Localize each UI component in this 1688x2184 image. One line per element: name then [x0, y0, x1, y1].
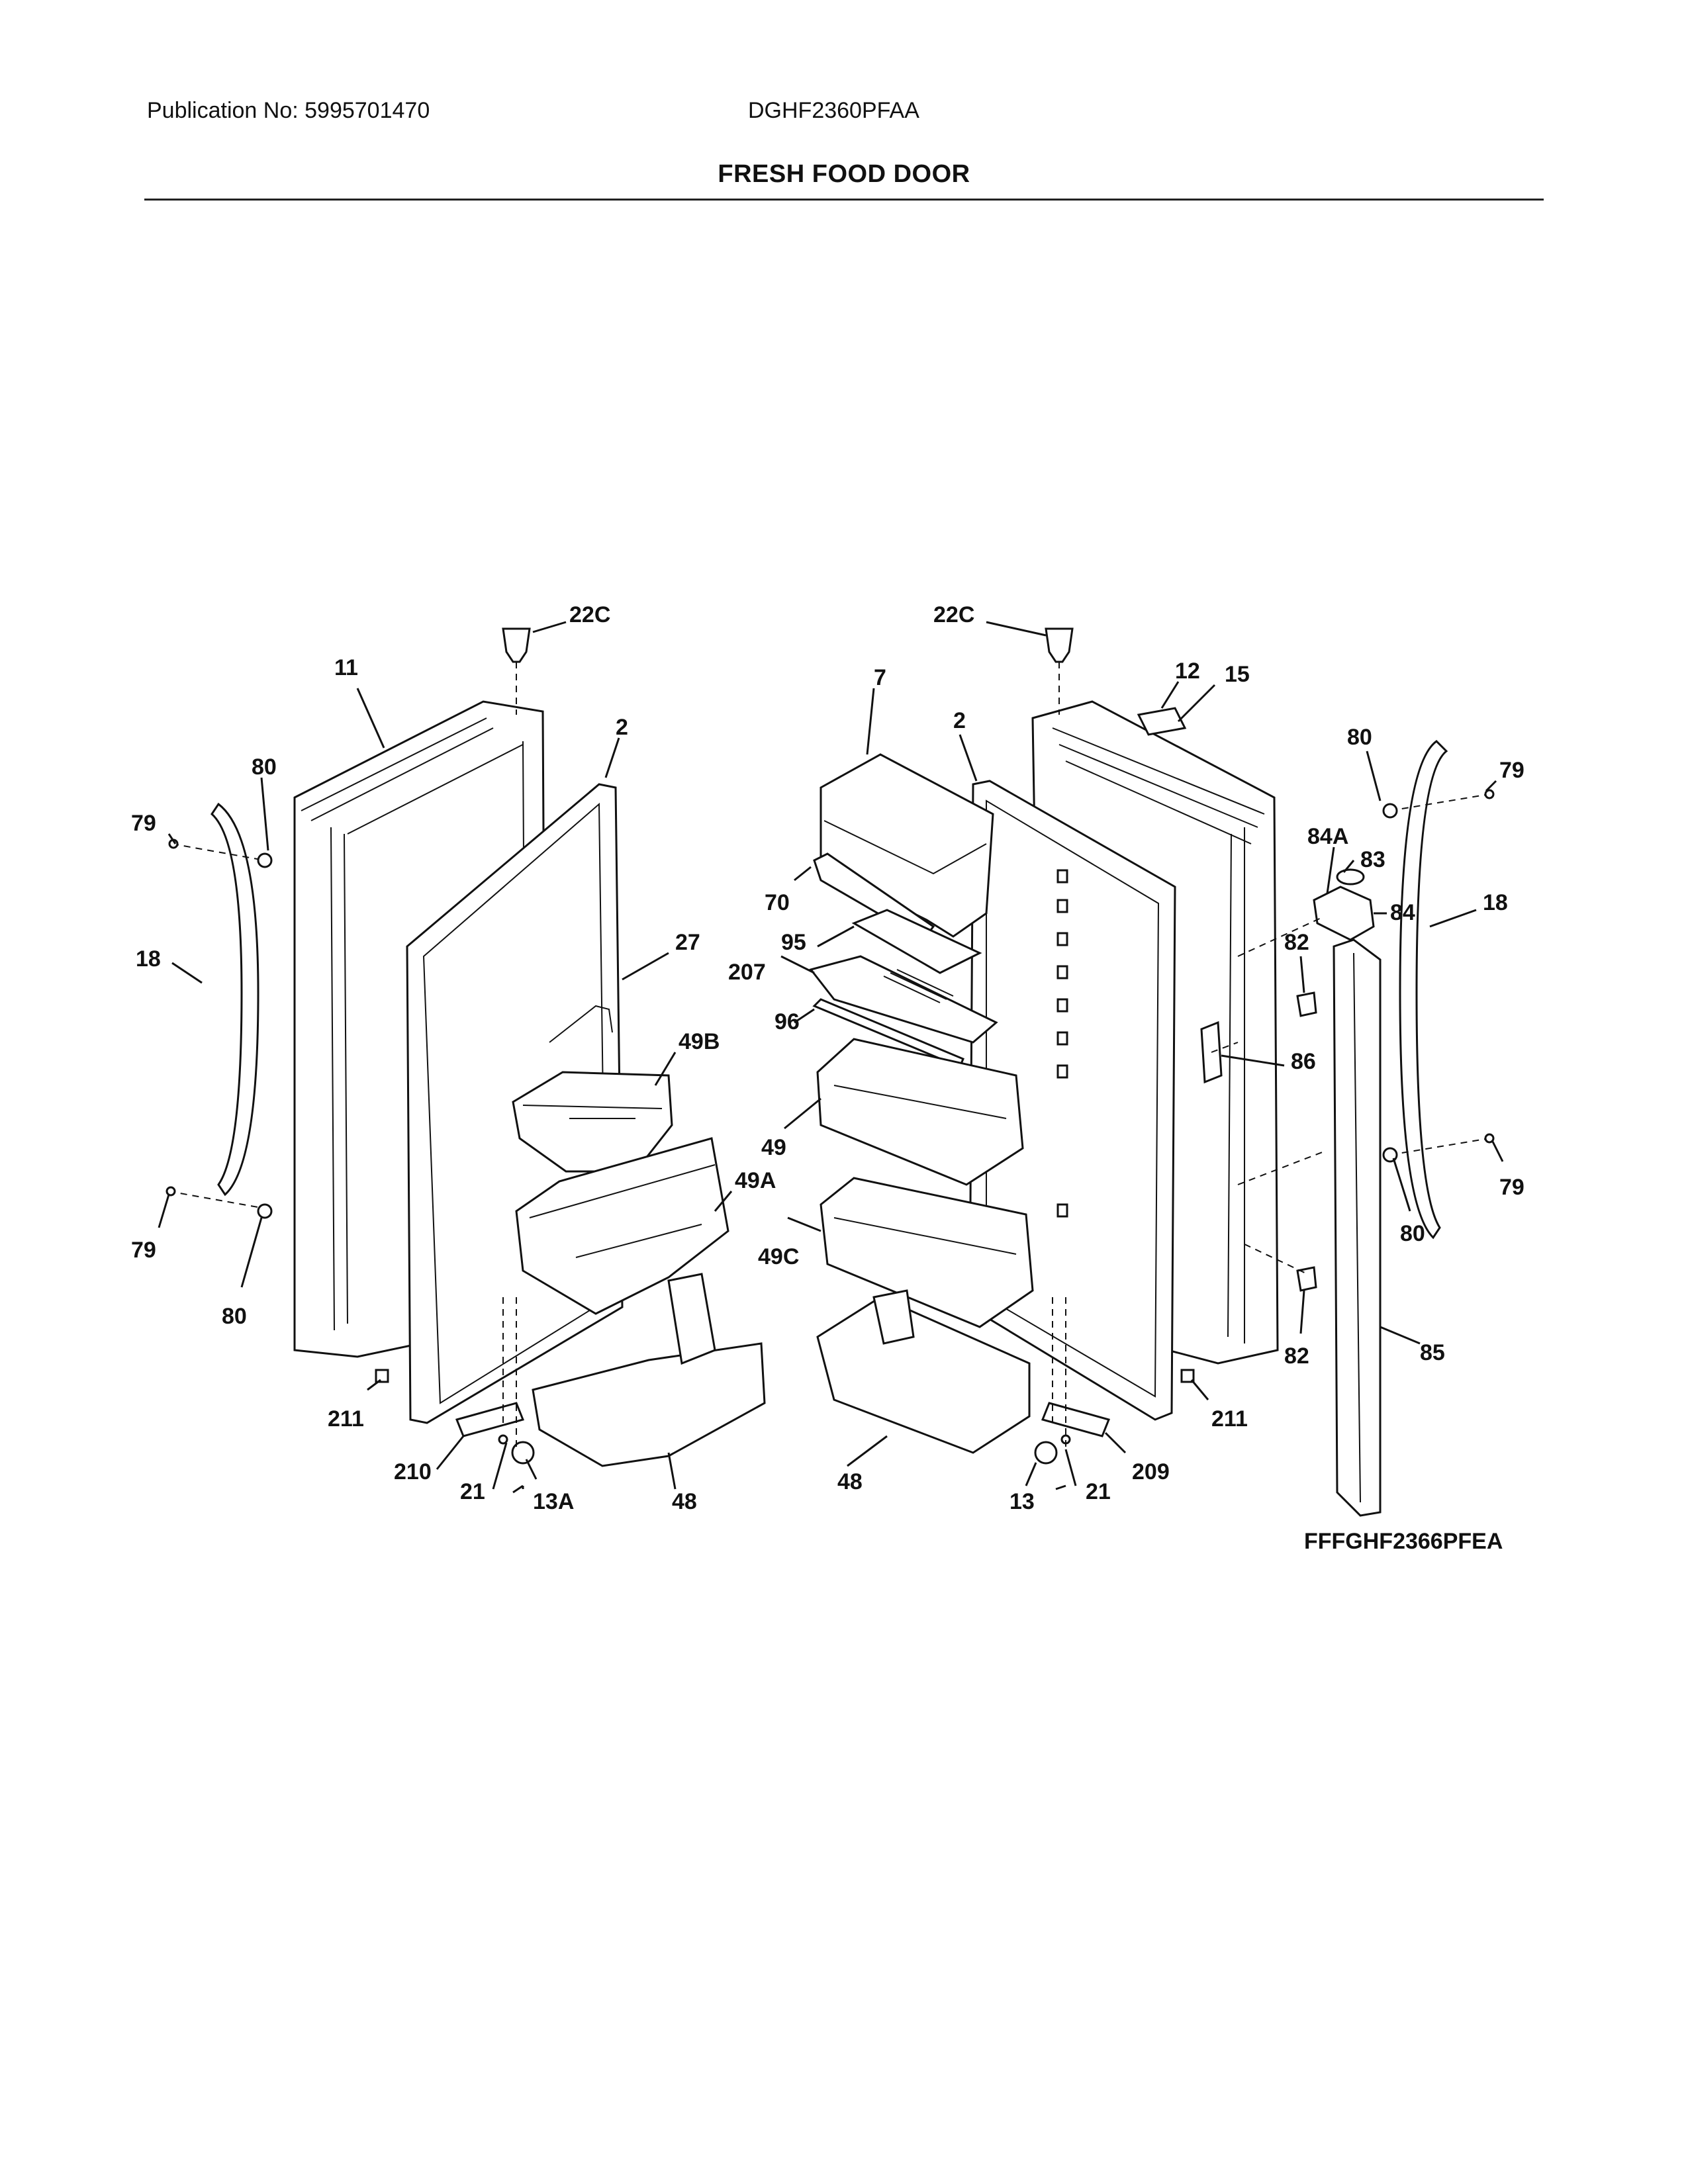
callout-207: 207 — [728, 960, 766, 985]
left-door-assembly — [165, 627, 766, 1467]
callout-79-top-right: 79 — [1499, 758, 1524, 783]
publication-number: Publication No: 5995701470 — [147, 98, 430, 123]
left-hinge-cap[interactable] — [502, 627, 531, 663]
callout-84a: 84A — [1307, 824, 1348, 849]
callout-27: 27 — [675, 930, 700, 955]
right-door-assembly — [809, 627, 1495, 1517]
page-title: FRESH FOOD DOOR — [718, 160, 970, 188]
leader-lines — [158, 621, 1504, 1494]
callout-22c-right: 22C — [933, 602, 974, 627]
trim-clip-lower[interactable] — [1296, 1266, 1317, 1292]
left-door-handle[interactable] — [211, 802, 259, 1197]
right-bottom-hinge[interactable] — [1041, 1402, 1111, 1437]
callout-211-left: 211 — [328, 1406, 364, 1432]
callout-13a: 13A — [533, 1489, 574, 1514]
air-filter[interactable] — [851, 909, 982, 974]
dairy-shelf[interactable] — [809, 955, 998, 1044]
callout-209: 209 — [1132, 1459, 1170, 1484]
callout-83: 83 — [1360, 847, 1385, 872]
callout-2-right: 2 — [953, 708, 966, 733]
model-number: DGHF2360PFAA — [748, 98, 919, 123]
figure-code: FFFGHF2366PFEA — [1304, 1529, 1503, 1554]
callout-18-left: 18 — [136, 946, 161, 972]
hinge-bushing[interactable] — [1336, 868, 1365, 886]
callout-211-right: 211 — [1211, 1406, 1248, 1432]
rating-label — [1137, 707, 1187, 736]
callout-79-bottom-right: 79 — [1499, 1175, 1524, 1200]
callout-86: 86 — [1291, 1049, 1316, 1074]
callout-85: 85 — [1420, 1340, 1445, 1365]
callout-80-bottom-right: 80 — [1400, 1221, 1425, 1246]
callout-80-top-left: 80 — [252, 754, 277, 780]
liner-shelf-studs — [1056, 869, 1068, 1218]
shelf-rail[interactable] — [812, 998, 964, 1068]
callout-11: 11 — [334, 655, 358, 680]
callout-70: 70 — [765, 890, 790, 915]
right-hinge-cap[interactable] — [1045, 627, 1074, 663]
left-door-bin-small[interactable] — [512, 1071, 673, 1173]
trim-clip-upper[interactable] — [1296, 991, 1317, 1017]
callout-82-bottom: 82 — [1284, 1343, 1309, 1369]
callout-49: 49 — [761, 1135, 786, 1160]
callout-48-right: 48 — [837, 1469, 863, 1494]
callout-22c-left: 22C — [569, 602, 610, 627]
callout-7: 7 — [874, 665, 886, 690]
callout-96: 96 — [774, 1009, 800, 1034]
right-door-handle[interactable] — [1399, 740, 1448, 1240]
callout-84: 84 — [1390, 900, 1415, 925]
callout-2-left: 2 — [616, 715, 628, 740]
callout-18-right: 18 — [1483, 890, 1508, 915]
callout-49a: 49A — [735, 1168, 776, 1193]
callout-21-right: 21 — [1086, 1479, 1111, 1504]
left-door-bin-large[interactable] — [532, 1342, 766, 1467]
callout-80-top-right: 80 — [1347, 725, 1372, 750]
callout-79-bottom-left: 79 — [131, 1238, 156, 1263]
top-hinge-block[interactable] — [1313, 886, 1375, 941]
callout-79-top-left: 79 — [131, 811, 156, 836]
callout-49c: 49C — [758, 1244, 799, 1269]
callout-21-left: 21 — [460, 1479, 485, 1504]
right-door-bin-lower[interactable] — [820, 1177, 1034, 1328]
callout-95: 95 — [781, 930, 806, 955]
callout-labels: 22C 11 2 80 79 18 27 49B 49A 79 80 211 2… — [131, 602, 1524, 1514]
callout-12: 12 — [1175, 659, 1200, 684]
callout-80-bottom-left: 80 — [222, 1304, 247, 1329]
callout-82-top: 82 — [1284, 930, 1309, 955]
left-door-bin-medium[interactable] — [515, 1137, 729, 1315]
callout-210: 210 — [394, 1459, 432, 1484]
left-bottom-hinge[interactable] — [455, 1402, 525, 1437]
callout-48-left: 48 — [672, 1489, 697, 1514]
callout-13: 13 — [1009, 1489, 1035, 1514]
right-door-bin-upper[interactable] — [816, 1038, 1024, 1186]
title-divider — [144, 199, 1544, 201]
callout-49b: 49B — [679, 1029, 720, 1054]
callout-15: 15 — [1225, 662, 1250, 687]
